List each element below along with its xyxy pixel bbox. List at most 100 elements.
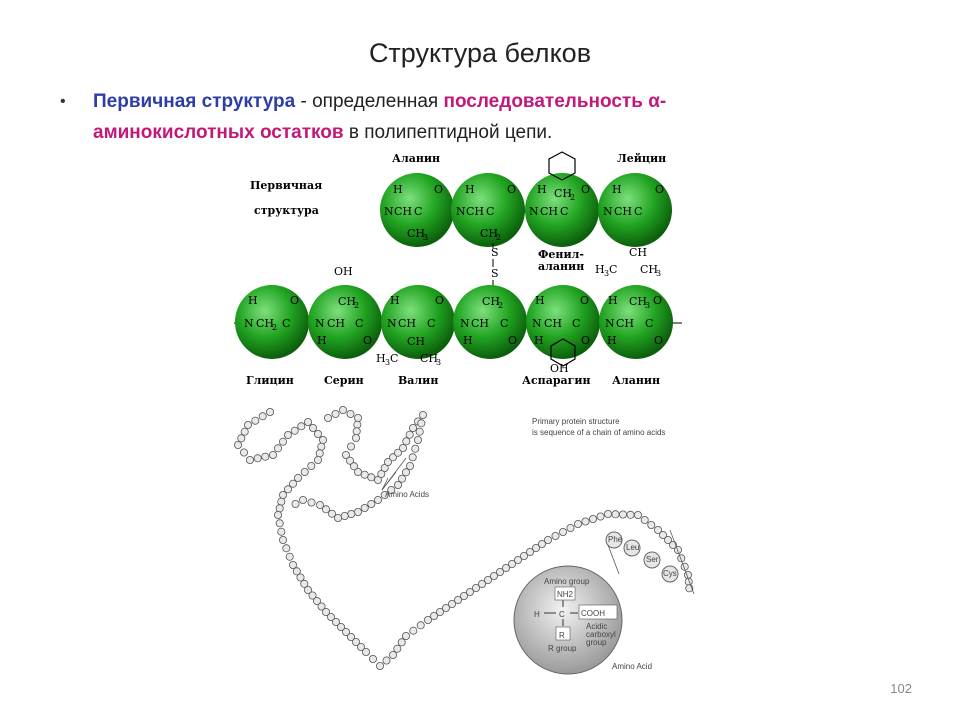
svg-text:CH: CH [398, 317, 416, 330]
chain-bead [352, 434, 361, 443]
detail-cooh: COOH [581, 609, 605, 618]
label-alanine-bottom: Аланин [612, 374, 660, 387]
chain-bead [277, 527, 286, 536]
detail-r: R [559, 631, 565, 640]
residue-val [381, 285, 455, 359]
chain-bead [360, 504, 369, 513]
chain-bead [300, 579, 309, 588]
svg-text:2: 2 [570, 193, 575, 202]
bullet-text: Первичная структура - определенная после… [93, 86, 820, 148]
chain-bead [360, 470, 369, 479]
chain-bead [350, 462, 359, 471]
chain-bead [331, 409, 340, 418]
chain-bead [489, 571, 498, 580]
svg-text:N: N [387, 317, 397, 330]
bullet-point: • Первичная структура - определенная пос… [60, 86, 820, 148]
chain-bead [388, 650, 397, 659]
chain-bead [277, 497, 286, 506]
chain-bead [501, 563, 510, 572]
chain-bead [300, 468, 309, 477]
chain-bead [240, 427, 249, 436]
slide-title: Структура белков [368, 38, 592, 68]
svg-text:O: O [655, 183, 664, 196]
chain-bead [296, 573, 305, 582]
chain-bead [294, 474, 303, 483]
heading-line2: структура [254, 204, 319, 217]
svg-text:3: 3 [645, 301, 650, 310]
detail-amino-group: Amino group [544, 577, 590, 586]
chain-bead [347, 632, 356, 641]
chain-bead [352, 637, 361, 646]
chain-bead [274, 444, 283, 453]
chain-bead [334, 514, 343, 523]
heading-line1: Первичная [250, 179, 322, 192]
benzene-ring-phe [548, 151, 576, 181]
svg-text:CH: CH [616, 317, 634, 330]
chain-bead [337, 622, 346, 631]
svg-text:C: C [390, 352, 398, 365]
chain-bead [275, 519, 284, 528]
chain-bead [409, 626, 418, 635]
chain-bead [299, 496, 308, 505]
page-number: 102 [890, 681, 912, 696]
chain-bead [290, 426, 299, 435]
chain-bead [282, 544, 291, 553]
svg-text:CH: CH [629, 246, 647, 259]
detail-title: Amino Acid [612, 662, 652, 671]
chain-bead [354, 468, 363, 477]
chain-bead [401, 468, 410, 477]
chain-bead [677, 554, 686, 563]
label-leucine-top: Лейцин [617, 152, 666, 165]
svg-text:N: N [529, 205, 539, 218]
highlight-sequence: последовательность α- [443, 91, 667, 112]
chain-bead [647, 521, 656, 530]
chain-bead [304, 417, 313, 426]
chain-bead [417, 419, 426, 428]
chain-bead [322, 607, 331, 616]
svg-text:2: 2 [498, 301, 503, 310]
chain-bead [471, 583, 480, 592]
chain-bead [347, 442, 356, 451]
chain-bead [245, 456, 254, 465]
svg-text:O: O [363, 334, 372, 347]
chain-bead [658, 530, 667, 539]
chain-bead [308, 591, 317, 600]
chain-bead [315, 449, 324, 458]
chain-bead [313, 596, 322, 605]
chain-bead [465, 587, 474, 596]
detail-acidic-2: carboxyl [586, 630, 616, 639]
chain-bead [307, 462, 316, 471]
labeled-beads: Phe Leu Ser Cys [605, 531, 679, 583]
chain-bead [275, 504, 284, 513]
row2-residues [234, 285, 682, 359]
svg-text:H: H [608, 294, 618, 307]
chain-bead [603, 510, 612, 519]
chain-bead [633, 511, 642, 520]
chain-bead [411, 444, 420, 453]
chain-bead [416, 621, 425, 630]
label-valine: Валин [398, 374, 438, 387]
chain-bead [269, 451, 278, 460]
bead-cys: Cys [663, 569, 677, 578]
svg-text:O: O [507, 183, 516, 196]
chain-bead [314, 456, 323, 465]
chain-bead [640, 516, 649, 525]
svg-text:C: C [572, 317, 580, 330]
detail-h: H [534, 610, 540, 619]
chain-bead [368, 654, 377, 663]
svg-text:H: H [534, 334, 544, 347]
svg-text:H: H [607, 334, 617, 347]
svg-text:CH: CH [327, 317, 345, 330]
svg-text:CH: CH [482, 295, 500, 308]
svg-text:O: O [508, 334, 517, 347]
bullet-text-part2: в полипептидной цепи. [343, 122, 553, 143]
chain-bead [495, 567, 504, 576]
chain-bead [346, 456, 355, 465]
chain-bead [347, 510, 356, 519]
chain-bead [239, 448, 248, 457]
chain-bead [279, 491, 288, 500]
chain-bead [367, 473, 376, 482]
chain-bead [507, 559, 516, 568]
chain-bead [309, 423, 318, 432]
residue-phe [525, 173, 599, 247]
